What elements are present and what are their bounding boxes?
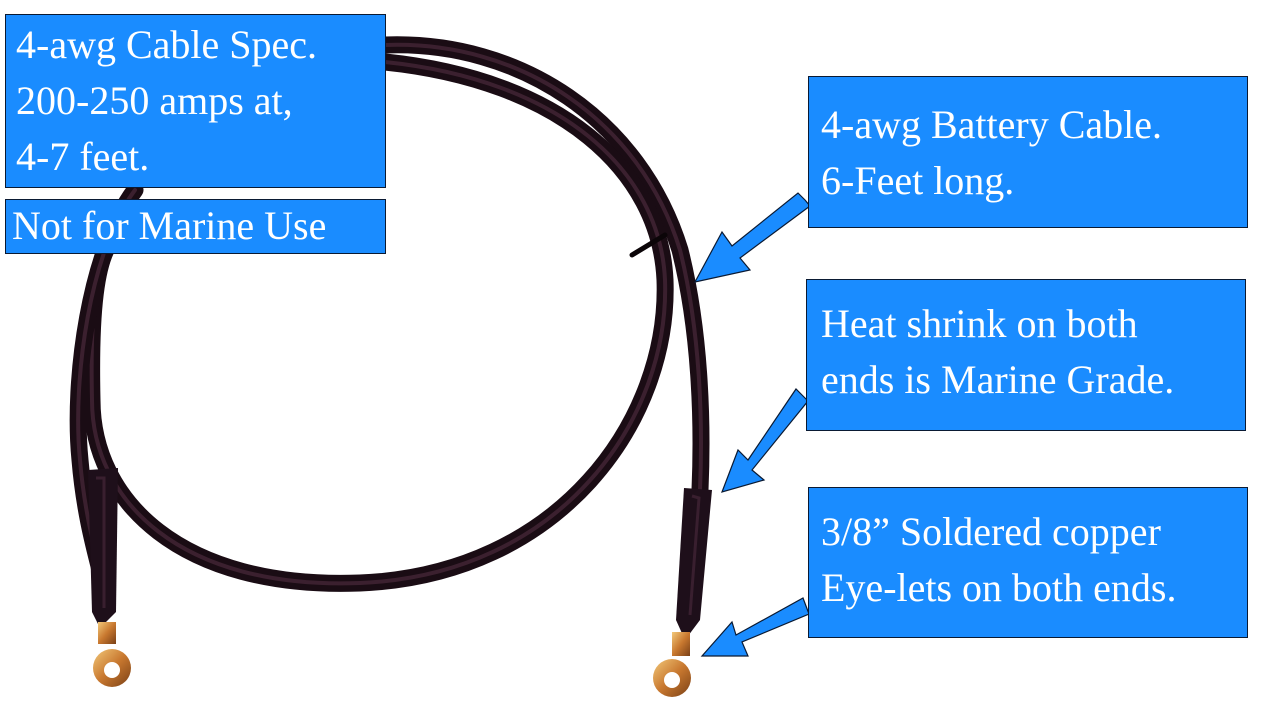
- marine-use-callout: Not for Marine Use: [5, 199, 386, 254]
- eyelet-callout: 3/8” Soldered copper Eye-lets on both en…: [808, 487, 1248, 638]
- cable-spec-callout: 4-awg Cable Spec. 200-250 amps at, 4-7 f…: [5, 14, 386, 188]
- heat-shrink-right: [676, 488, 712, 640]
- heat-shrink-left: [88, 468, 118, 628]
- copper-eyelet-right: [653, 632, 691, 697]
- eyelet-arrow-icon: [700, 597, 810, 657]
- copper-eyelet-left: [93, 622, 131, 687]
- heat-shrink-callout: Heat shrink on both ends is Marine Grade…: [806, 279, 1246, 431]
- heat-shrink-arrow-icon: [721, 388, 809, 493]
- cable-length-callout: 4-awg Battery Cable. 6-Feet long.: [808, 76, 1248, 228]
- length-arrow-icon: [693, 192, 811, 283]
